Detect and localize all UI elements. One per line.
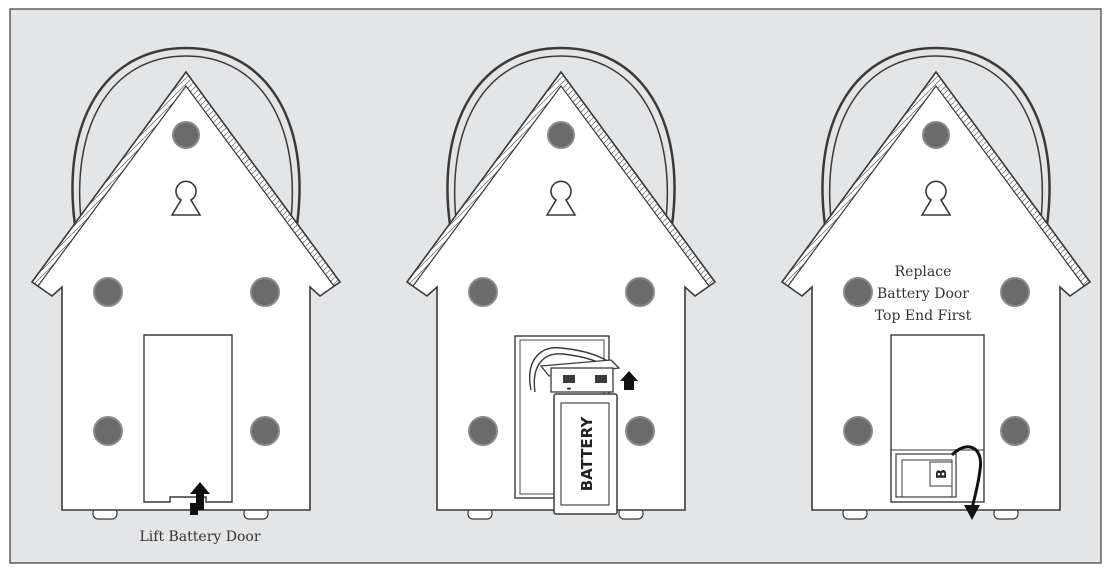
note-line-3: Top End First xyxy=(875,308,972,324)
hanging-handle xyxy=(71,46,301,226)
hanging-handle-inner xyxy=(453,55,669,229)
screw-hole-upper-left xyxy=(843,277,873,307)
roof-edge xyxy=(781,70,1091,287)
caption-lift-battery-door: Lift Battery Door xyxy=(139,529,260,545)
battery-door xyxy=(143,334,233,503)
panel-replace-door: Replace Battery Door Top End First B xyxy=(780,46,1092,520)
replace-door-arrow-head-icon xyxy=(964,505,980,520)
hanging-handle xyxy=(821,46,1051,226)
screw-hole-upper-left xyxy=(468,277,498,307)
screw-hole-lower-left xyxy=(93,416,123,446)
panel-lift-door: Lift Battery Door xyxy=(30,46,342,545)
note-line-1: Replace xyxy=(895,264,952,280)
battery-label-box xyxy=(560,402,610,506)
panel-battery-exposed: - + BATTERY xyxy=(405,46,717,520)
screw-hole-upper-right xyxy=(250,277,280,307)
screw-hole-top xyxy=(547,121,575,149)
screw-hole-upper-right xyxy=(1000,277,1030,307)
screw-hole-lower-right xyxy=(625,416,655,446)
screw-hole-upper-left xyxy=(93,277,123,307)
screw-hole-top xyxy=(922,121,950,149)
screw-hole-upper-right xyxy=(625,277,655,307)
keyhole-hanger xyxy=(170,180,202,216)
screw-hole-top xyxy=(172,121,200,149)
battery-label-box xyxy=(929,461,953,487)
lift-arrow-icon xyxy=(190,482,210,515)
screw-hole-lower-left xyxy=(468,416,498,446)
screw-hole-lower-right xyxy=(1000,416,1030,446)
battery-9v xyxy=(553,393,618,515)
replace-door-arrow xyxy=(950,445,983,509)
note-line-2: Battery Door xyxy=(877,286,969,302)
roof-edge xyxy=(31,70,341,287)
terminal-plus-contact xyxy=(595,375,607,383)
screw-hole-lower-right xyxy=(250,416,280,446)
battery-wire xyxy=(529,346,614,391)
terminal-minus-label: - xyxy=(567,381,572,395)
battery-label: BATTERY xyxy=(578,416,596,492)
battery-partial-label: B xyxy=(935,469,950,479)
hanging-handle-inner xyxy=(78,55,294,229)
terminal-minus-contact xyxy=(563,375,575,383)
roof-edge xyxy=(406,70,716,287)
up-arrow-icon xyxy=(620,371,638,390)
hanging-handle-inner xyxy=(828,55,1044,229)
screw-hole-lower-left xyxy=(843,416,873,446)
keyhole-hanger xyxy=(545,180,577,216)
hanging-handle xyxy=(446,46,676,226)
keyhole-hanger xyxy=(920,180,952,216)
